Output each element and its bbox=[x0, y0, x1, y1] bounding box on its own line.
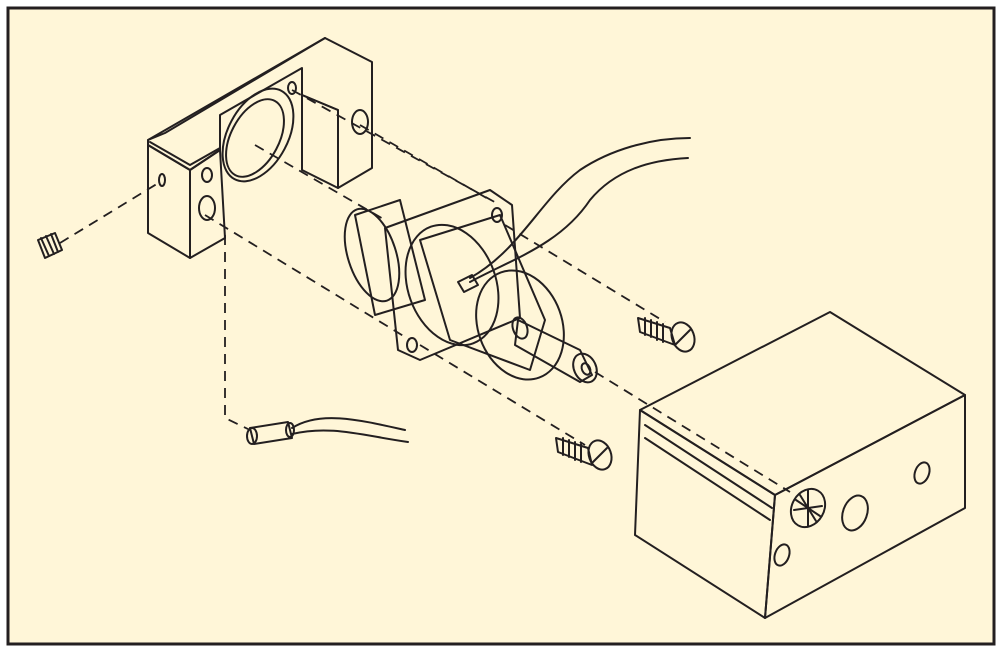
screw-icon bbox=[555, 437, 613, 471]
guide-line-upper-left bbox=[291, 89, 501, 206]
set-screw-icon bbox=[37, 232, 63, 259]
guide-line-bore bbox=[254, 144, 386, 221]
guide-line-lower-screw bbox=[419, 344, 586, 446]
guide-line-lower-left bbox=[204, 214, 411, 341]
box-icon bbox=[634, 311, 966, 619]
guide-line-upper-screw bbox=[504, 224, 666, 323]
motor-icon bbox=[343, 189, 598, 384]
screw-icon bbox=[637, 317, 696, 353]
motor-wires-icon bbox=[469, 137, 691, 283]
assembly-guide-lines bbox=[59, 89, 791, 493]
bracket-icon bbox=[147, 37, 373, 259]
guide-line-shaft bbox=[594, 371, 791, 493]
guide-line-bracket-hole bbox=[359, 124, 491, 201]
probe-icon bbox=[246, 417, 409, 445]
guide-line-set-screw bbox=[59, 181, 161, 244]
guide-line-probe bbox=[224, 235, 251, 431]
